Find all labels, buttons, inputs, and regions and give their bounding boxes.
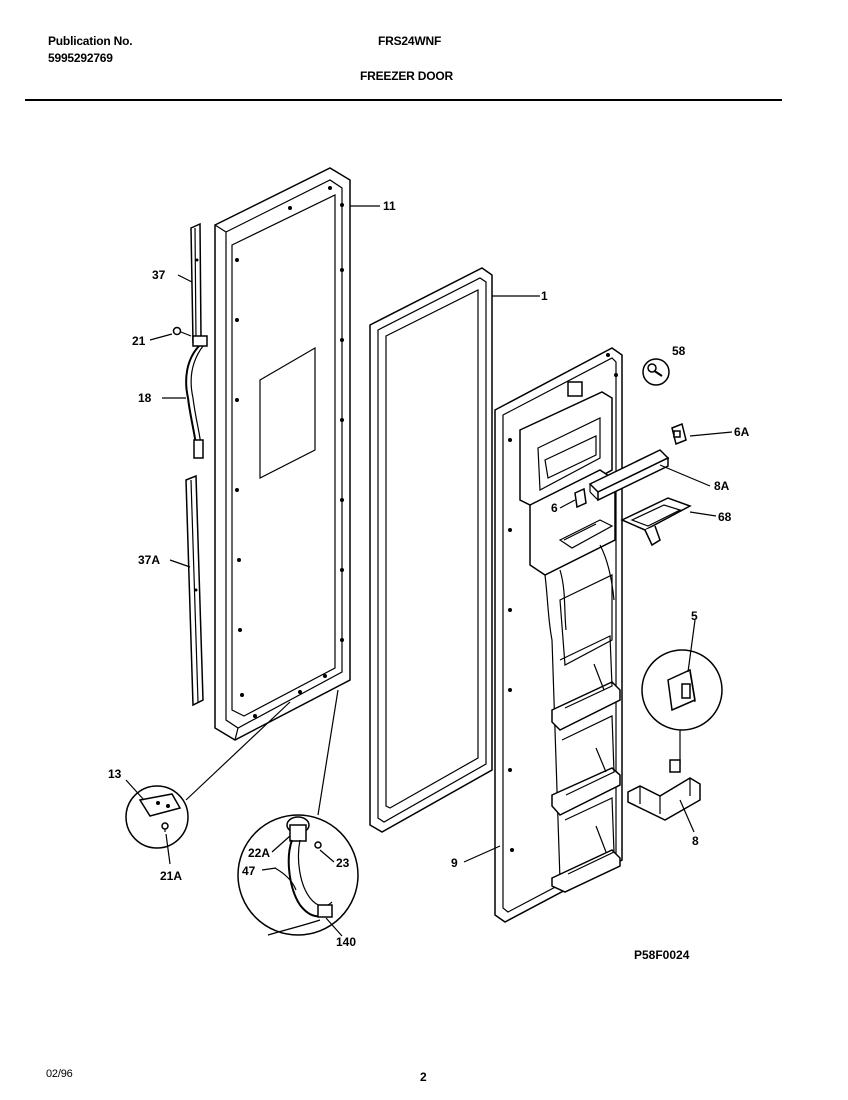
publication-label: Publication No.	[48, 34, 133, 48]
bin-bracket-8	[627, 759, 701, 821]
handle-trim-lower	[185, 474, 204, 707]
footer-date: 02/96	[46, 1068, 73, 1080]
callout-58: 58	[672, 344, 686, 358]
callout-37a: 37A	[138, 553, 160, 567]
handle-screw	[172, 326, 208, 347]
callout-140: 140	[336, 935, 356, 949]
callout-68: 68	[718, 510, 732, 524]
callout-23: 23	[336, 856, 350, 870]
clip-6a	[671, 422, 687, 446]
callout-5: 5	[691, 609, 698, 623]
model-number: FRS24WNF	[378, 34, 442, 48]
callout-9: 9	[451, 856, 458, 870]
door-gasket	[369, 267, 493, 833]
detail-circle-wiring	[237, 689, 359, 936]
callout-21: 21	[132, 334, 146, 348]
callout-8a: 8A	[714, 479, 730, 493]
figure-code: P58F0024	[634, 948, 690, 962]
actuator-68	[620, 497, 692, 547]
screw-58	[642, 358, 670, 386]
header-rule	[25, 99, 782, 101]
callout-18: 18	[138, 391, 152, 405]
callout-11: 11	[383, 199, 396, 213]
handle-trim-upper	[190, 222, 202, 344]
callout-47: 47	[242, 864, 256, 878]
door-handle	[185, 345, 204, 459]
clip-6	[574, 487, 587, 509]
callout-22a: 22A	[248, 846, 270, 860]
callout-21a: 21A	[160, 869, 182, 883]
callout-37: 37	[152, 268, 166, 282]
callout-6: 6	[551, 501, 558, 515]
callout-6a: 6A	[734, 425, 750, 439]
callout-13: 13	[108, 767, 122, 781]
publication-number: 5995292769	[48, 51, 113, 65]
detail-circle-hinge	[125, 701, 291, 849]
callout-1: 1	[541, 289, 548, 303]
outer-door-panel	[214, 167, 351, 741]
leader-lines	[125, 205, 733, 937]
inner-door-liner	[494, 347, 623, 923]
section-title: FREEZER DOOR	[360, 69, 453, 83]
page-number: 2	[420, 1070, 427, 1084]
detail-circle-part-5	[641, 649, 723, 765]
callout-8: 8	[692, 834, 699, 848]
bracket-8a	[588, 449, 670, 502]
